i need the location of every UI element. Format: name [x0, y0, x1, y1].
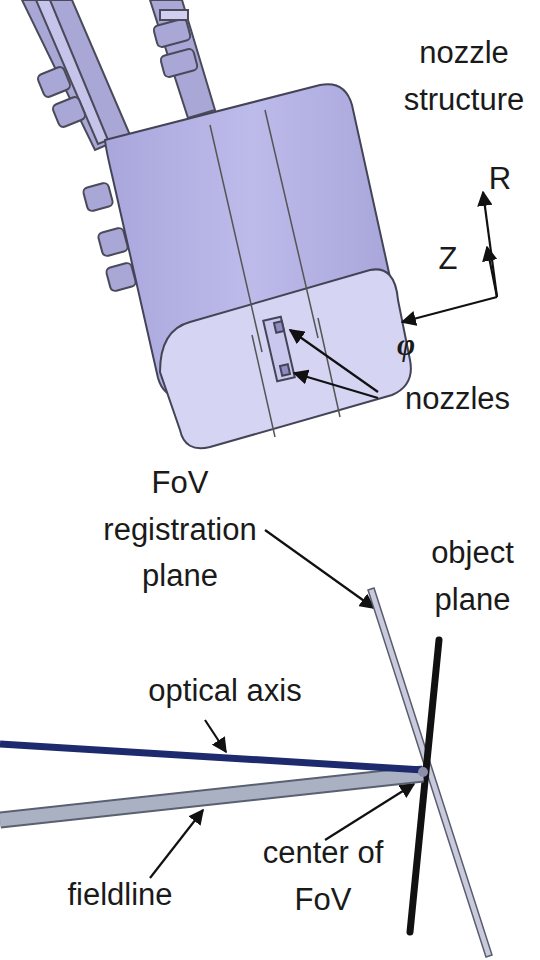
label: R [482, 156, 518, 203]
label: optical axis [130, 668, 320, 715]
label: fieldline [35, 872, 205, 919]
coordinate-axes [402, 192, 497, 322]
label: nozzles [380, 376, 535, 423]
label: center of FoV [262, 830, 384, 923]
nozzle-body [105, 84, 411, 448]
label: object plane [410, 530, 535, 623]
label: nozzle structure [393, 30, 535, 123]
label: φ [388, 322, 424, 369]
label: Z [430, 236, 466, 283]
rays [0, 744, 428, 820]
label: FoV registration plane [90, 460, 270, 600]
